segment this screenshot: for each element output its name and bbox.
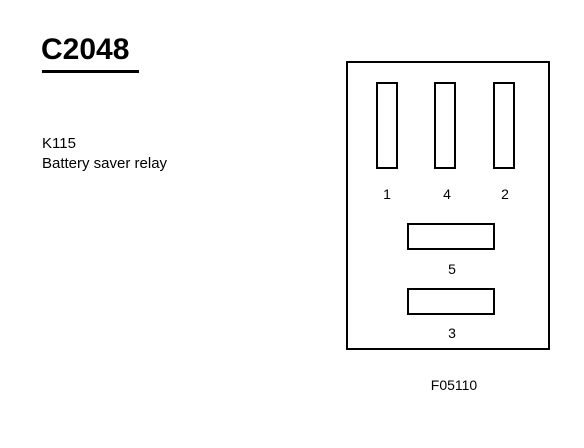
pin-5-terminal (407, 223, 495, 250)
pin-2-terminal (493, 82, 515, 169)
pin-4-terminal (434, 82, 456, 169)
pin-3-terminal (407, 288, 495, 315)
connector-face-outline (346, 61, 550, 350)
component-description: Battery saver relay (42, 155, 168, 172)
connector-id: C2048 (41, 33, 130, 66)
connector-id-underline (42, 70, 139, 73)
component-code: K115 (42, 135, 76, 152)
pin-1-terminal (376, 82, 398, 169)
pin-3-label: 3 (448, 325, 456, 341)
figure-code: F05110 (430, 377, 478, 393)
pin-2-label: 2 (501, 186, 509, 202)
pin-1-label: 1 (383, 186, 391, 202)
pin-5-label: 5 (448, 261, 456, 277)
pin-4-label: 4 (443, 186, 451, 202)
